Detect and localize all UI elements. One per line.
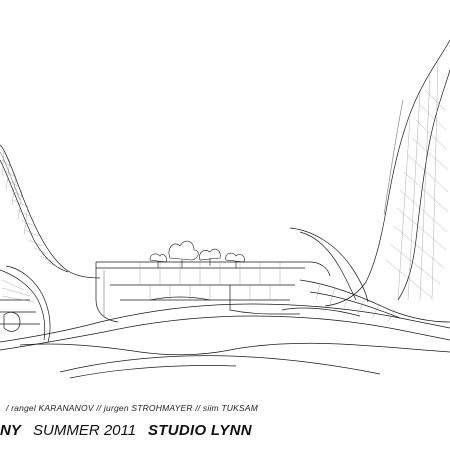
credits-line: / rangel KARANANOV // jurgen STROHMAYER … bbox=[6, 403, 306, 413]
footer-studio: STUDIO LYNN bbox=[148, 422, 252, 439]
right-roof-shell bbox=[289, 39, 450, 307]
left-roof-shell bbox=[0, 144, 101, 279]
rooftop-trees bbox=[149, 240, 245, 268]
footer-season: SUMMER 2011 bbox=[33, 422, 137, 439]
footer-left-fragment: NY bbox=[0, 422, 21, 439]
central-levels bbox=[95, 261, 331, 323]
footer-title: NY SUMMER 2011 STUDIO LYNN bbox=[0, 422, 450, 444]
credits-prefix: / bbox=[6, 403, 9, 413]
right-hall bbox=[281, 279, 450, 323]
base-band bbox=[0, 303, 450, 356]
foreground-plaza bbox=[59, 355, 381, 379]
left-hall bbox=[0, 265, 51, 343]
credits-names: rangel KARANANOV // jurgen STROHMAYER //… bbox=[11, 403, 259, 413]
